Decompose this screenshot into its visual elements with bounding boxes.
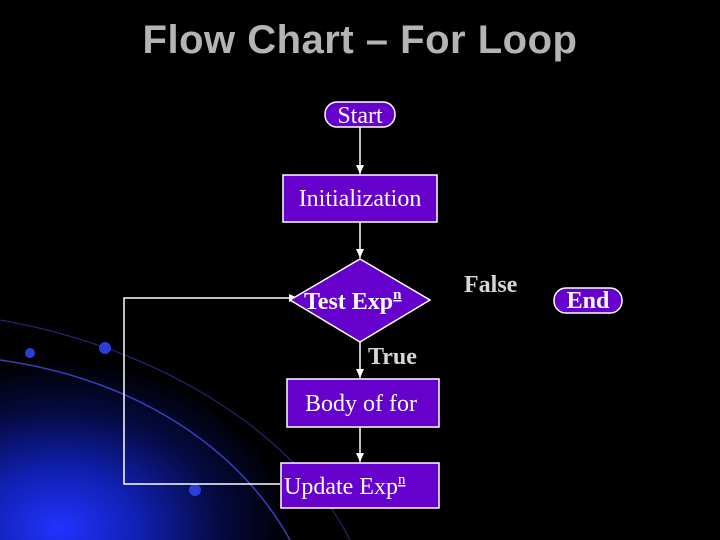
init-node: Initialization <box>283 175 437 222</box>
init-label: Initialization <box>299 186 422 212</box>
svg-text:Test Expn: Test Expn <box>304 287 402 315</box>
false-edge-label: False <box>464 272 518 298</box>
true-edge-label: True <box>368 344 417 370</box>
loop-back-arrow <box>124 298 298 484</box>
update-label: Update Exp <box>284 474 398 500</box>
end-label: End <box>567 288 610 314</box>
test-superscript: n <box>393 287 402 303</box>
test-label: Test Exp <box>304 289 393 315</box>
svg-text:Update Expn: Update Expn <box>284 472 406 500</box>
start-label: Start <box>337 103 383 129</box>
end-node: End <box>554 288 622 314</box>
body-label: Body of for <box>305 391 417 417</box>
update-node: Update Expn <box>281 463 439 508</box>
start-node: Start <box>325 102 395 129</box>
test-decision-node: Test Expn <box>290 259 430 342</box>
body-node: Body of for <box>287 379 439 427</box>
update-superscript: n <box>398 472 406 488</box>
